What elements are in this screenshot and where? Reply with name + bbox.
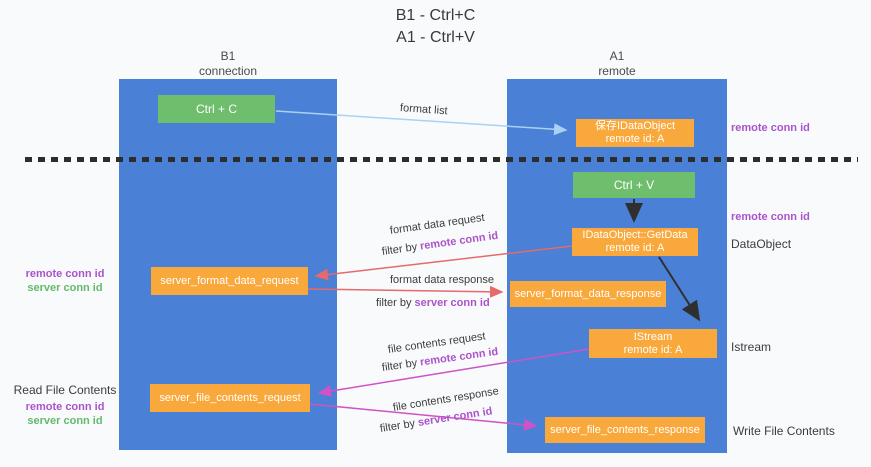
node-server-file-contents-response: server_file_contents_response bbox=[545, 417, 705, 443]
lane-a1-subtitle: remote bbox=[598, 64, 636, 78]
save-idataobject-line1: 保存IDataObject bbox=[594, 120, 676, 132]
dashed-divider bbox=[25, 157, 858, 162]
remote-conn-id-annotation-mid: remote conn id bbox=[731, 211, 810, 223]
remote-conn-id-annotation-left: remote conn id bbox=[25, 268, 105, 280]
left-conn-id-annotation: remote conn id server conn id bbox=[15, 267, 115, 295]
server-conn-id-text: server conn id bbox=[414, 297, 490, 309]
filter-by-text: filter by bbox=[381, 357, 418, 374]
remote-conn-id-annotation-bottom: remote conn id bbox=[25, 401, 105, 413]
remote-conn-id-annotation-top: remote conn id bbox=[731, 122, 810, 134]
ctrl-v-label: Ctrl + V bbox=[613, 177, 655, 192]
idataobject-getdata-line1: IDataObject::GetData bbox=[582, 229, 688, 241]
node-ctrl-v: Ctrl + V bbox=[573, 172, 695, 198]
istream-line1: IStream bbox=[633, 330, 673, 343]
server-conn-id-text: server conn id bbox=[417, 405, 494, 429]
lane-header-b1: B1 connection bbox=[119, 49, 337, 79]
server-conn-id-annotation-left: server conn id bbox=[27, 282, 103, 294]
format-data-response-label: format data response bbox=[390, 274, 494, 286]
lane-a1-title: A1 bbox=[609, 49, 625, 63]
istream-line2: remote id: A bbox=[623, 343, 683, 356]
server-format-data-response-label: server_format_data_response bbox=[514, 287, 662, 300]
read-file-contents-text: Read File Contents bbox=[13, 383, 117, 397]
server-format-data-request-label: server_format_data_request bbox=[160, 274, 299, 287]
node-server-format-data-response: server_format_data_response bbox=[510, 281, 666, 307]
idataobject-getdata-line2: remote id: A bbox=[605, 242, 665, 254]
filter-by-text: filter by bbox=[376, 297, 412, 309]
istream-annotation: Istream bbox=[731, 340, 772, 354]
server-conn-id-annotation-bottom: server conn id bbox=[27, 415, 103, 427]
save-idataobject-line2: remote id: A bbox=[605, 133, 665, 145]
title-line-2: A1 - Ctrl+V bbox=[396, 29, 475, 46]
dataobject-annotation: DataObject bbox=[731, 237, 792, 251]
filter-by-text: filter by bbox=[379, 417, 416, 435]
read-file-contents-annotation: Read File Contents remote conn id server… bbox=[10, 383, 120, 428]
server-file-contents-request-label: server_file_contents_request bbox=[159, 391, 301, 404]
format-data-response-arrow bbox=[307, 285, 504, 298]
write-file-contents-annotation: Write File Contents bbox=[733, 424, 835, 438]
format-list-label: format list bbox=[399, 102, 448, 118]
node-istream: IStream remote id: A bbox=[589, 329, 717, 358]
lane-b1-title: B1 bbox=[220, 49, 236, 63]
ctrl-c-label: Ctrl + C bbox=[195, 101, 237, 116]
server-file-contents-response-label: server_file_contents_response bbox=[550, 423, 700, 436]
node-server-format-data-request: server_format_data_request bbox=[151, 267, 308, 295]
node-ctrl-c: Ctrl + C bbox=[158, 95, 275, 123]
filter-by-text: filter by bbox=[381, 241, 418, 258]
node-idataobject-getdata: IDataObject::GetData remote id: A bbox=[572, 228, 698, 256]
node-save-idataobject: 保存IDataObject remote id: A bbox=[576, 119, 694, 147]
node-server-file-contents-request: server_file_contents_request bbox=[150, 384, 310, 412]
remote-conn-id-text: remote conn id bbox=[419, 229, 500, 253]
title-line-1: B1 - Ctrl+C bbox=[395, 7, 476, 24]
diagram-title: B1 - Ctrl+C A1 - Ctrl+V bbox=[0, 5, 871, 49]
lane-header-a1: A1 remote bbox=[507, 49, 727, 79]
lane-b1-subtitle: connection bbox=[198, 64, 258, 78]
